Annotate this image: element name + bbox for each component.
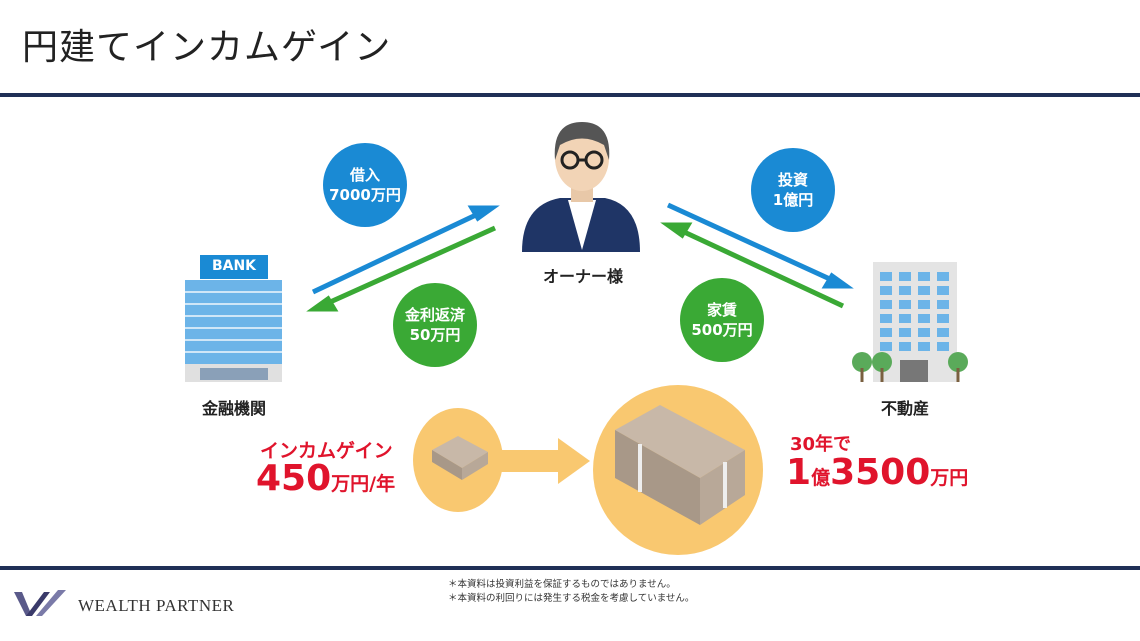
income-unit: 万円/年: [331, 473, 396, 495]
bank-label: 金融機関: [201, 399, 266, 418]
total-unit1: 億: [811, 467, 831, 489]
rent-bubble: 家賃 500万円: [680, 278, 764, 362]
building-window: [899, 272, 911, 281]
footer-divider: [0, 566, 1140, 570]
bubble-amount: 500万円: [691, 321, 753, 339]
bubble-text: 投資: [777, 171, 808, 189]
building-window: [899, 286, 911, 295]
building-window: [880, 342, 892, 351]
wealth-partner-logo-icon: [14, 590, 66, 616]
bubble-amount: 1億円: [772, 191, 814, 209]
arrow-invest: [666, 202, 854, 289]
borrow-bubble: 借入 7000万円: [323, 143, 407, 227]
building-window: [918, 300, 930, 309]
disclaimer-1: ＊本資料は投資利益を保証するものではありません。: [448, 579, 676, 590]
bubble-amount: 7000万円: [329, 186, 401, 204]
building-window: [880, 328, 892, 337]
building-window: [937, 342, 949, 351]
bubble-amount: 50万円: [409, 326, 461, 344]
company-logo-text: WEALTH PARTNER: [78, 596, 235, 615]
bubble-text: 家賃: [706, 301, 737, 319]
arrow-borrow: [311, 205, 500, 295]
bill-stack-icon: [615, 405, 745, 525]
building-window: [937, 300, 949, 309]
growth-arrow: [495, 438, 590, 484]
building-window: [918, 342, 930, 351]
property-label: 不動産: [880, 399, 929, 418]
bubble-text: 借入: [349, 166, 380, 184]
repay-bubble: 金利返済 50万円: [393, 283, 477, 367]
income-label: インカムゲイン: [260, 440, 393, 462]
building-window: [918, 286, 930, 295]
arrow-rent: [660, 222, 845, 309]
invest-bubble: 投資 1億円: [751, 148, 835, 232]
building-window: [937, 314, 949, 323]
bill-bundle-icon: [432, 436, 488, 480]
building-window: [899, 314, 911, 323]
building-window: [880, 300, 892, 309]
building-window: [937, 272, 949, 281]
bank-icon: [185, 255, 282, 382]
building-window: [880, 314, 892, 323]
building-window: [937, 328, 949, 337]
building-window: [937, 286, 949, 295]
building-window: [918, 272, 930, 281]
owner-avatar-icon: [522, 122, 640, 252]
header-divider: [0, 93, 1140, 97]
building-window: [918, 328, 930, 337]
building-icon: [852, 262, 968, 382]
total-num2: 3500: [830, 452, 931, 493]
building-window: [899, 342, 911, 351]
building-window: [899, 300, 911, 309]
total-num1: 1: [786, 452, 812, 493]
building-window: [880, 286, 892, 295]
bubble-text: 金利返済: [404, 306, 465, 324]
page-title: 円建てインカムゲイン: [22, 27, 392, 68]
income-amount: 450: [256, 458, 332, 499]
building-window: [880, 272, 892, 281]
building-window: [899, 328, 911, 337]
bank-sign: BANK: [211, 258, 257, 274]
total-unit2: 万円: [930, 467, 969, 489]
building-window: [918, 314, 930, 323]
owner-label: オーナー様: [542, 267, 623, 286]
arrow-repay: [306, 225, 497, 312]
disclaimer-2: ＊本資料の利回りには発生する税金を考慮していません。: [448, 593, 695, 604]
total-label: 30年で: [790, 434, 852, 455]
